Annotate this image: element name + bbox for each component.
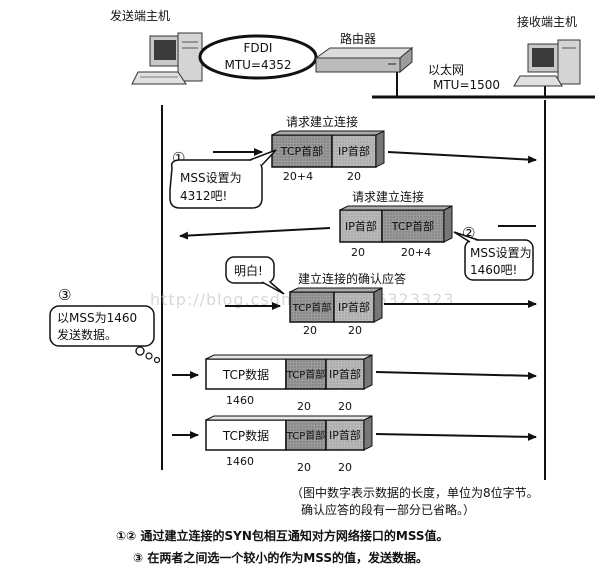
data-packet-1-ip-header: IP首部 — [329, 367, 361, 381]
step1-packet — [271, 130, 385, 168]
step2-tcp-header: TCP首部 — [391, 219, 434, 233]
fddi-mtu-label: MTU=4352 — [224, 58, 291, 72]
step3-ip-header: IP首部 — [338, 300, 370, 314]
data-packet-2-tcp-header: TCP首部 — [286, 429, 326, 442]
step2-tcp-size: 20+4 — [401, 246, 431, 259]
ethernet-name-label: 以太网 — [428, 62, 464, 77]
data-packet-1 — [205, 354, 373, 390]
step4-bubble-line2: 发送数据。 — [57, 327, 117, 342]
caption-line-2: ③ 在两者之间选一个较小的作为MSS的值，发送数据。 — [133, 550, 428, 565]
step2-title: 请求建立连接 — [352, 189, 424, 204]
step3-ip-size: 20 — [348, 324, 362, 337]
data-packet-2-tcp-size: 20 — [297, 461, 311, 474]
step1-arrow-right — [387, 151, 537, 164]
receiver-host-label: 接收端主机 — [517, 14, 577, 29]
data-packet-1-arrow-right — [375, 371, 537, 380]
router-icon — [314, 46, 414, 74]
step4-bubble-line1: 以MSS为1460 — [57, 311, 137, 325]
step2-ip-header: IP首部 — [345, 219, 377, 233]
step3-speech-bubble — [225, 256, 285, 295]
data-packet-2 — [205, 415, 373, 451]
step3-tcp-header: TCP首部 — [292, 301, 332, 314]
fddi-name-label: FDDI — [244, 41, 273, 55]
data-packet-1-ip-size: 20 — [338, 400, 352, 413]
data-packet-2-arrow-right — [375, 432, 537, 441]
step2-packet — [339, 205, 453, 243]
data-packet-1-data-size: 1460 — [226, 394, 254, 407]
caption-line-1: ①② 通过建立连接的SYN包相互通知对方网络接口的MSS值。 — [116, 528, 449, 543]
step3-packet — [289, 287, 383, 323]
data-packet-2-ip-size: 20 — [338, 461, 352, 474]
data-packet-2-data-size: 1460 — [226, 455, 254, 468]
fddi-ring — [198, 34, 318, 80]
step3-tcp-size: 20 — [303, 324, 317, 337]
step2-bubble-line1: MSS设置为 — [470, 246, 532, 260]
data-packet-1-data-label: TCP数据 — [222, 367, 269, 382]
step1-tcp-size: 20+4 — [283, 170, 313, 183]
receiver-computer-icon — [513, 39, 581, 87]
step2-bubble-line2: 1460吧! — [470, 263, 517, 277]
step3-bubble-text: 明白! — [234, 263, 263, 278]
step2-ip-size: 20 — [351, 246, 365, 259]
step2-arrow-left — [179, 227, 331, 240]
sender-computer-icon — [131, 32, 203, 85]
data-packet-2-data-label: TCP数据 — [222, 428, 269, 443]
router-label: 路由器 — [340, 31, 376, 46]
step3-title: 建立连接的确认应答 — [298, 271, 406, 286]
step4-thought-bubble — [49, 305, 161, 364]
data-packet-1-tcp-size: 20 — [297, 400, 311, 413]
note-line-1: （图中数字表示数据的长度，单位为8位字节。 — [291, 485, 539, 500]
step1-ip-header: IP首部 — [338, 144, 370, 158]
ethernet-mtu-label: MTU=1500 — [433, 78, 500, 92]
step1-bubble-line1: MSS设置为 — [180, 171, 242, 185]
step1-bubble-line2: 4312吧! — [180, 189, 227, 203]
note-line-2: 确认应答的段有一部分已省略。） — [301, 502, 475, 517]
data-packet-2-ip-header: IP首部 — [329, 428, 361, 442]
step1-speech-bubble — [169, 149, 277, 209]
step1-tcp-header: TCP首部 — [280, 144, 323, 158]
step1-ip-size: 20 — [347, 170, 361, 183]
data-packet-1-tcp-header: TCP首部 — [286, 368, 326, 381]
step4-marker: ③ — [58, 286, 71, 304]
step1-title: 请求建立连接 — [286, 114, 358, 129]
step2-speech-bubble — [453, 231, 534, 281]
sender-host-label: 发送端主机 — [110, 8, 170, 23]
